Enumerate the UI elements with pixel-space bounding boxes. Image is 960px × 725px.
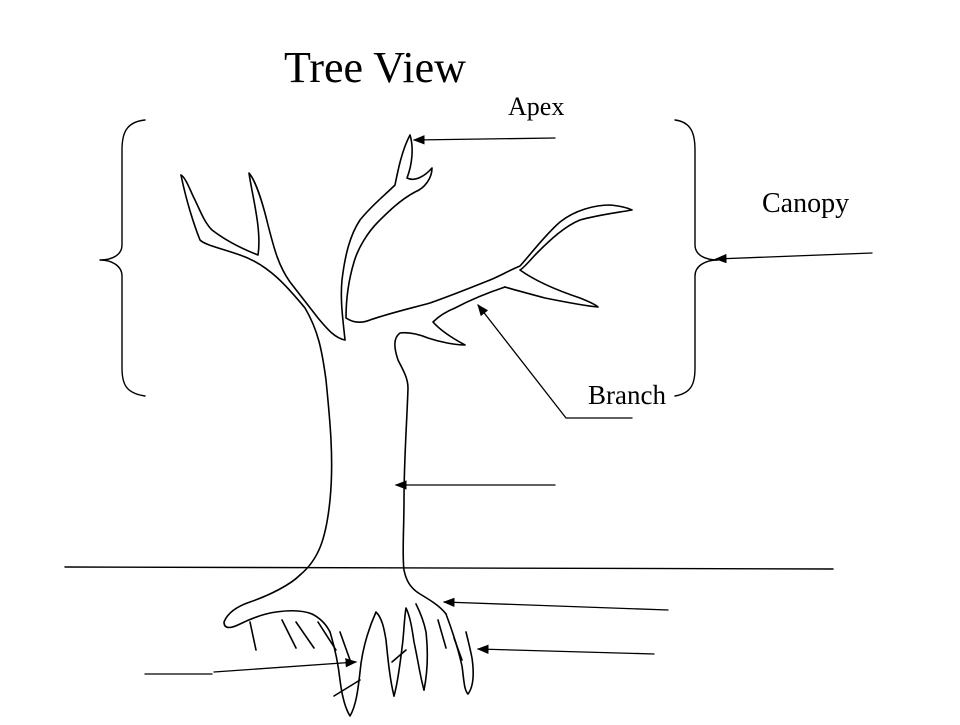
apex-arrow [412,135,556,145]
root-left-outer [223,574,331,633]
root-hair [333,679,361,697]
root-connector [415,603,429,691]
pointer-arrows [144,135,873,675]
root-hair [339,631,351,661]
canopy-arrow [714,252,873,264]
canopy-bracket-right [674,119,719,397]
roots-drawing [223,574,474,717]
diagram-title: Tree View [284,43,466,92]
root-left-inner [329,611,395,717]
root-hair [295,621,315,649]
branch-label: Branch [588,380,666,410]
central-leader [340,134,633,341]
root-hair [391,649,407,663]
root-hair [281,619,297,649]
lower-branch [394,286,506,615]
root-arrow-lower [476,644,655,655]
root-center [393,607,425,697]
trunk-left-edge [180,174,333,576]
root-hair [437,619,447,649]
branch-arrow [477,304,633,419]
root-hair [249,621,257,651]
root-hair [453,637,463,661]
left-branch [180,172,346,341]
tree-outline [180,134,633,615]
apex-label: Apex [508,92,565,121]
canopy-label: Canopy [762,188,850,219]
root-tip-arrow [213,658,358,673]
canopy-bracket-left [99,119,146,397]
ground-line [64,566,834,570]
root-hair [317,621,337,651]
root-arrow-upper [442,597,669,611]
